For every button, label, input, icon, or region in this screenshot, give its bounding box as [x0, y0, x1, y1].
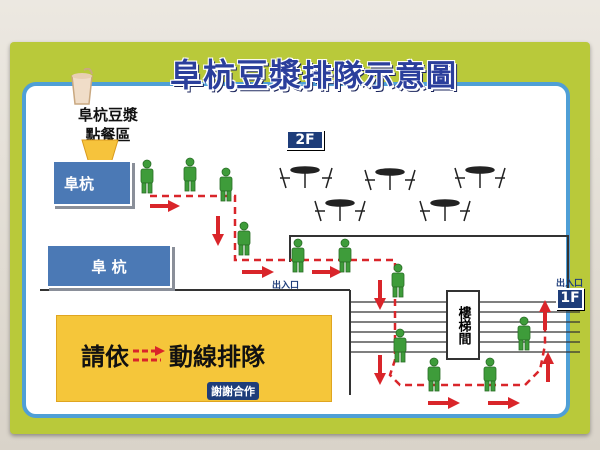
table-5	[419, 199, 471, 222]
title-brand: 阜杭豆漿	[170, 56, 303, 94]
arrow-right-2	[242, 266, 274, 278]
person-icon	[291, 238, 305, 273]
person-icon	[393, 328, 407, 363]
direction-arrows	[150, 200, 554, 409]
person-icon	[219, 167, 233, 202]
queue-path	[150, 194, 547, 387]
table-3	[454, 166, 506, 189]
soy-milk-cup-icon	[71, 68, 93, 105]
stairwell: 樓梯間	[446, 290, 480, 360]
table-2	[364, 168, 416, 191]
notice-after-arrow: 動線排隊	[169, 343, 265, 371]
person-icon	[483, 357, 497, 392]
stairwell-label: 樓梯間	[455, 305, 471, 345]
shop-lower: 阜 杭	[46, 244, 172, 288]
title-suffix: 排隊示意圖	[302, 59, 458, 94]
queue-notice: 請依 動線排隊 謝謝合作	[56, 315, 332, 402]
person-icon	[427, 357, 441, 392]
queue-people	[140, 157, 531, 392]
shop-upper: 阜杭	[52, 160, 132, 206]
table-4	[314, 199, 366, 222]
person-icon	[338, 238, 352, 273]
person-icon	[517, 316, 531, 351]
exit-left-label: 出入口	[272, 281, 300, 291]
tables-chairs	[279, 166, 506, 222]
floor-2f-label: 2F	[295, 132, 315, 148]
ordering-area-line1: 阜杭豆漿	[77, 106, 138, 124]
table-1	[279, 166, 333, 189]
arrow-down-3	[374, 355, 386, 385]
arrow-right-4	[428, 397, 460, 409]
arrow-up-1	[542, 352, 554, 382]
shop-upper-label: 阜杭	[64, 174, 95, 193]
arrow-up-2	[539, 300, 551, 330]
notice-text: 請依 動線排隊	[81, 337, 265, 372]
arrow-down-2	[374, 280, 386, 310]
arrow-right-3	[312, 266, 342, 278]
arrow-down-1	[212, 216, 224, 246]
notice-thanks: 謝謝合作	[207, 382, 259, 400]
floor-1f-label: 1F	[560, 290, 580, 306]
notice-before-arrow: 請依	[81, 343, 129, 371]
floor-1f-tag: 1F	[556, 288, 584, 310]
person-icon	[183, 157, 197, 192]
person-icon	[140, 159, 154, 194]
person-icon	[391, 263, 405, 298]
floor-2f-tag: 2F	[286, 130, 324, 150]
arrow-right-5	[488, 397, 520, 409]
dashed-arrow-icon	[133, 345, 165, 361]
shop-lower-label: 阜 杭	[91, 257, 127, 276]
sign-title: 阜杭豆漿排隊示意圖	[170, 50, 457, 98]
exit-right-label: 出入口	[556, 279, 584, 289]
arrow-right-1	[150, 200, 180, 212]
person-icon	[237, 221, 251, 256]
